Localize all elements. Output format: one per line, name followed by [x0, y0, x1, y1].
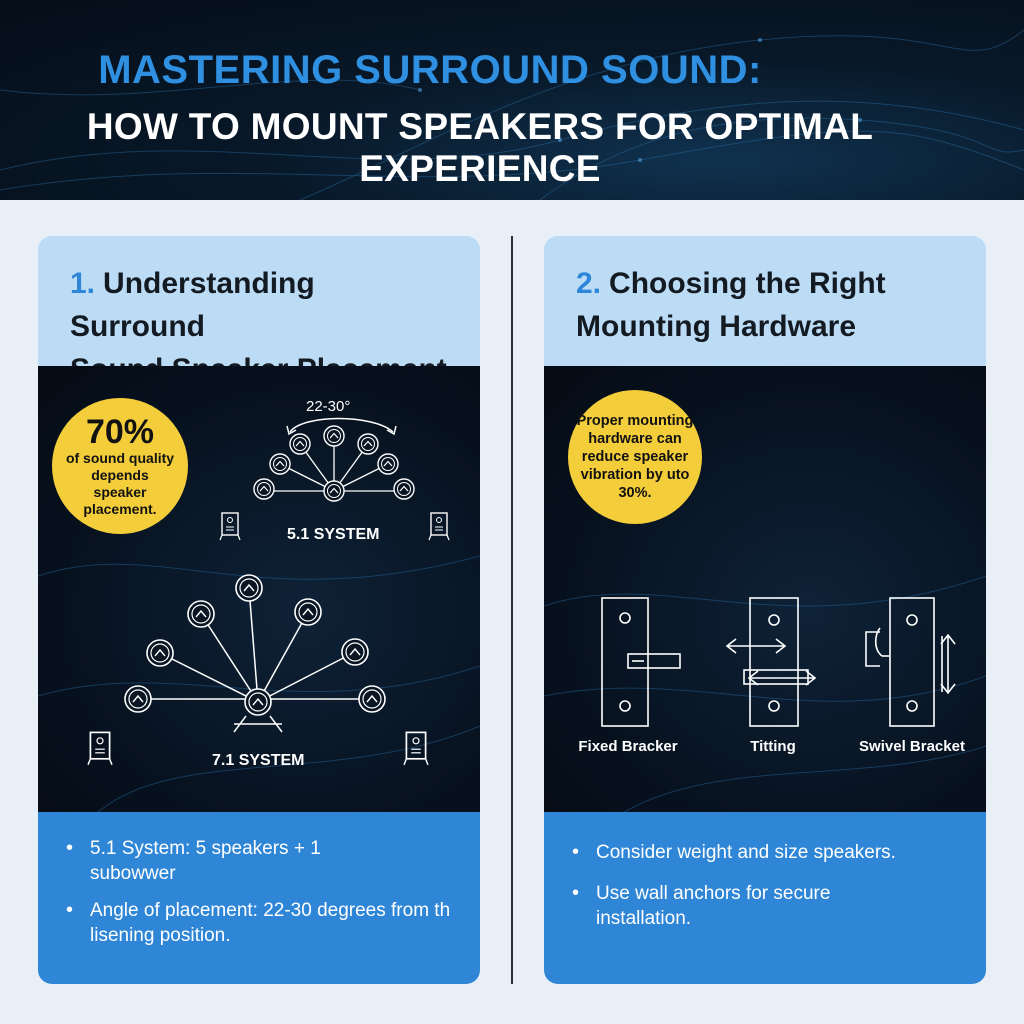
- list-item: Angle of placement: 22-30 degrees from t…: [66, 898, 470, 948]
- tilting-bracket-icon: [725, 597, 817, 727]
- speaker-icon: [294, 598, 322, 626]
- speaker-icon: [358, 685, 386, 713]
- swivel-bracket-icon: [865, 597, 956, 727]
- angle-label: 22-30°: [306, 398, 351, 415]
- hardware-card-title: 2.Choosing the Right Mounting Hardware: [576, 262, 956, 348]
- system-51-label: 5.1 SYSTEM: [287, 526, 380, 543]
- subwoofer-icon: [219, 512, 241, 541]
- hardware-card-header: 2.Choosing the Right Mounting Hardware: [544, 236, 986, 366]
- diagram-71-system: [87, 574, 429, 766]
- hardware-label-swivel: Swivel Bracket: [859, 738, 965, 755]
- title-line-2: Mounting Hardware: [576, 310, 857, 343]
- hardware-label-tilting: Titting: [750, 738, 796, 755]
- list-item: Consider weight and size speakers.: [572, 840, 976, 865]
- section-number: 2.: [576, 267, 602, 300]
- hardware-card: 2.Choosing the Right Mounting Hardware: [544, 236, 986, 984]
- title-line-1: Understanding Surround: [70, 267, 315, 343]
- header-banner: MASTERING SURROUND SOUND: HOW TO MOUNT S…: [0, 0, 1024, 200]
- stat-text: Proper mounting hardware can reduce spea…: [576, 413, 694, 501]
- stat-badge: Proper mounting hardware can reduce spea…: [568, 390, 702, 524]
- section-number: 1.: [70, 267, 96, 300]
- speaker-icon: [341, 638, 369, 666]
- stat-text: of sound quality depends speaker placeme…: [65, 450, 175, 517]
- speaker-icon: [269, 453, 291, 475]
- hardware-diagram-panel: Proper mounting hardware can reduce spea…: [544, 366, 986, 812]
- speaker-icon: [393, 478, 415, 500]
- speaker-icon: [323, 480, 345, 502]
- system-71-label: 7.1 SYSTEM: [212, 752, 305, 769]
- speaker-icon: [323, 425, 345, 447]
- subwoofer-icon: [87, 731, 113, 766]
- speaker-icon: [357, 433, 379, 455]
- speaker-layout-diagram: [38, 417, 480, 812]
- speaker-icon: [187, 600, 215, 628]
- network-lines-background: [0, 29, 1024, 200]
- fixed-bracket-icon: [601, 597, 681, 727]
- stat-value: 70%: [85, 413, 155, 451]
- subwoofer-icon: [428, 512, 450, 541]
- page-title: MASTERING SURROUND SOUND:: [98, 48, 762, 92]
- speaker-icon: [146, 639, 174, 667]
- stat-badge: 70% of sound quality depends speaker pla…: [52, 398, 188, 534]
- bracket-diagrams: [544, 575, 986, 812]
- page-subtitle: HOW TO MOUNT SPEAKERS FOR OPTIMAL EXPERI…: [86, 106, 874, 189]
- placement-card: 1.Understanding Surround Sound Speaker P…: [38, 236, 480, 984]
- hardware-label-fixed: Fixed Bracker: [578, 738, 678, 755]
- speaker-icon: [253, 478, 275, 500]
- speaker-icon: [289, 433, 311, 455]
- speaker-icon: [235, 574, 263, 602]
- placement-card-header: 1.Understanding Surround Sound Speaker P…: [38, 236, 480, 386]
- list-item: 5.1 System: 5 speakers + 1 subowwer: [66, 836, 366, 886]
- title-line-1: Choosing the Right: [609, 267, 886, 300]
- list-item: Use wall anchors for secure installation…: [572, 881, 872, 931]
- speaker-icon: [244, 688, 272, 716]
- hardware-bullet-list: Consider weight and size speakers. Use w…: [544, 812, 986, 984]
- placement-bullet-list: 5.1 System: 5 speakers + 1 subowwer Angl…: [38, 812, 480, 984]
- diagram-51-system: [219, 417, 450, 541]
- speaker-diagram-panel: 70% of sound quality depends speaker pla…: [38, 366, 480, 812]
- column-divider: [511, 236, 513, 984]
- speaker-icon: [377, 453, 399, 475]
- speaker-icon: [124, 685, 152, 713]
